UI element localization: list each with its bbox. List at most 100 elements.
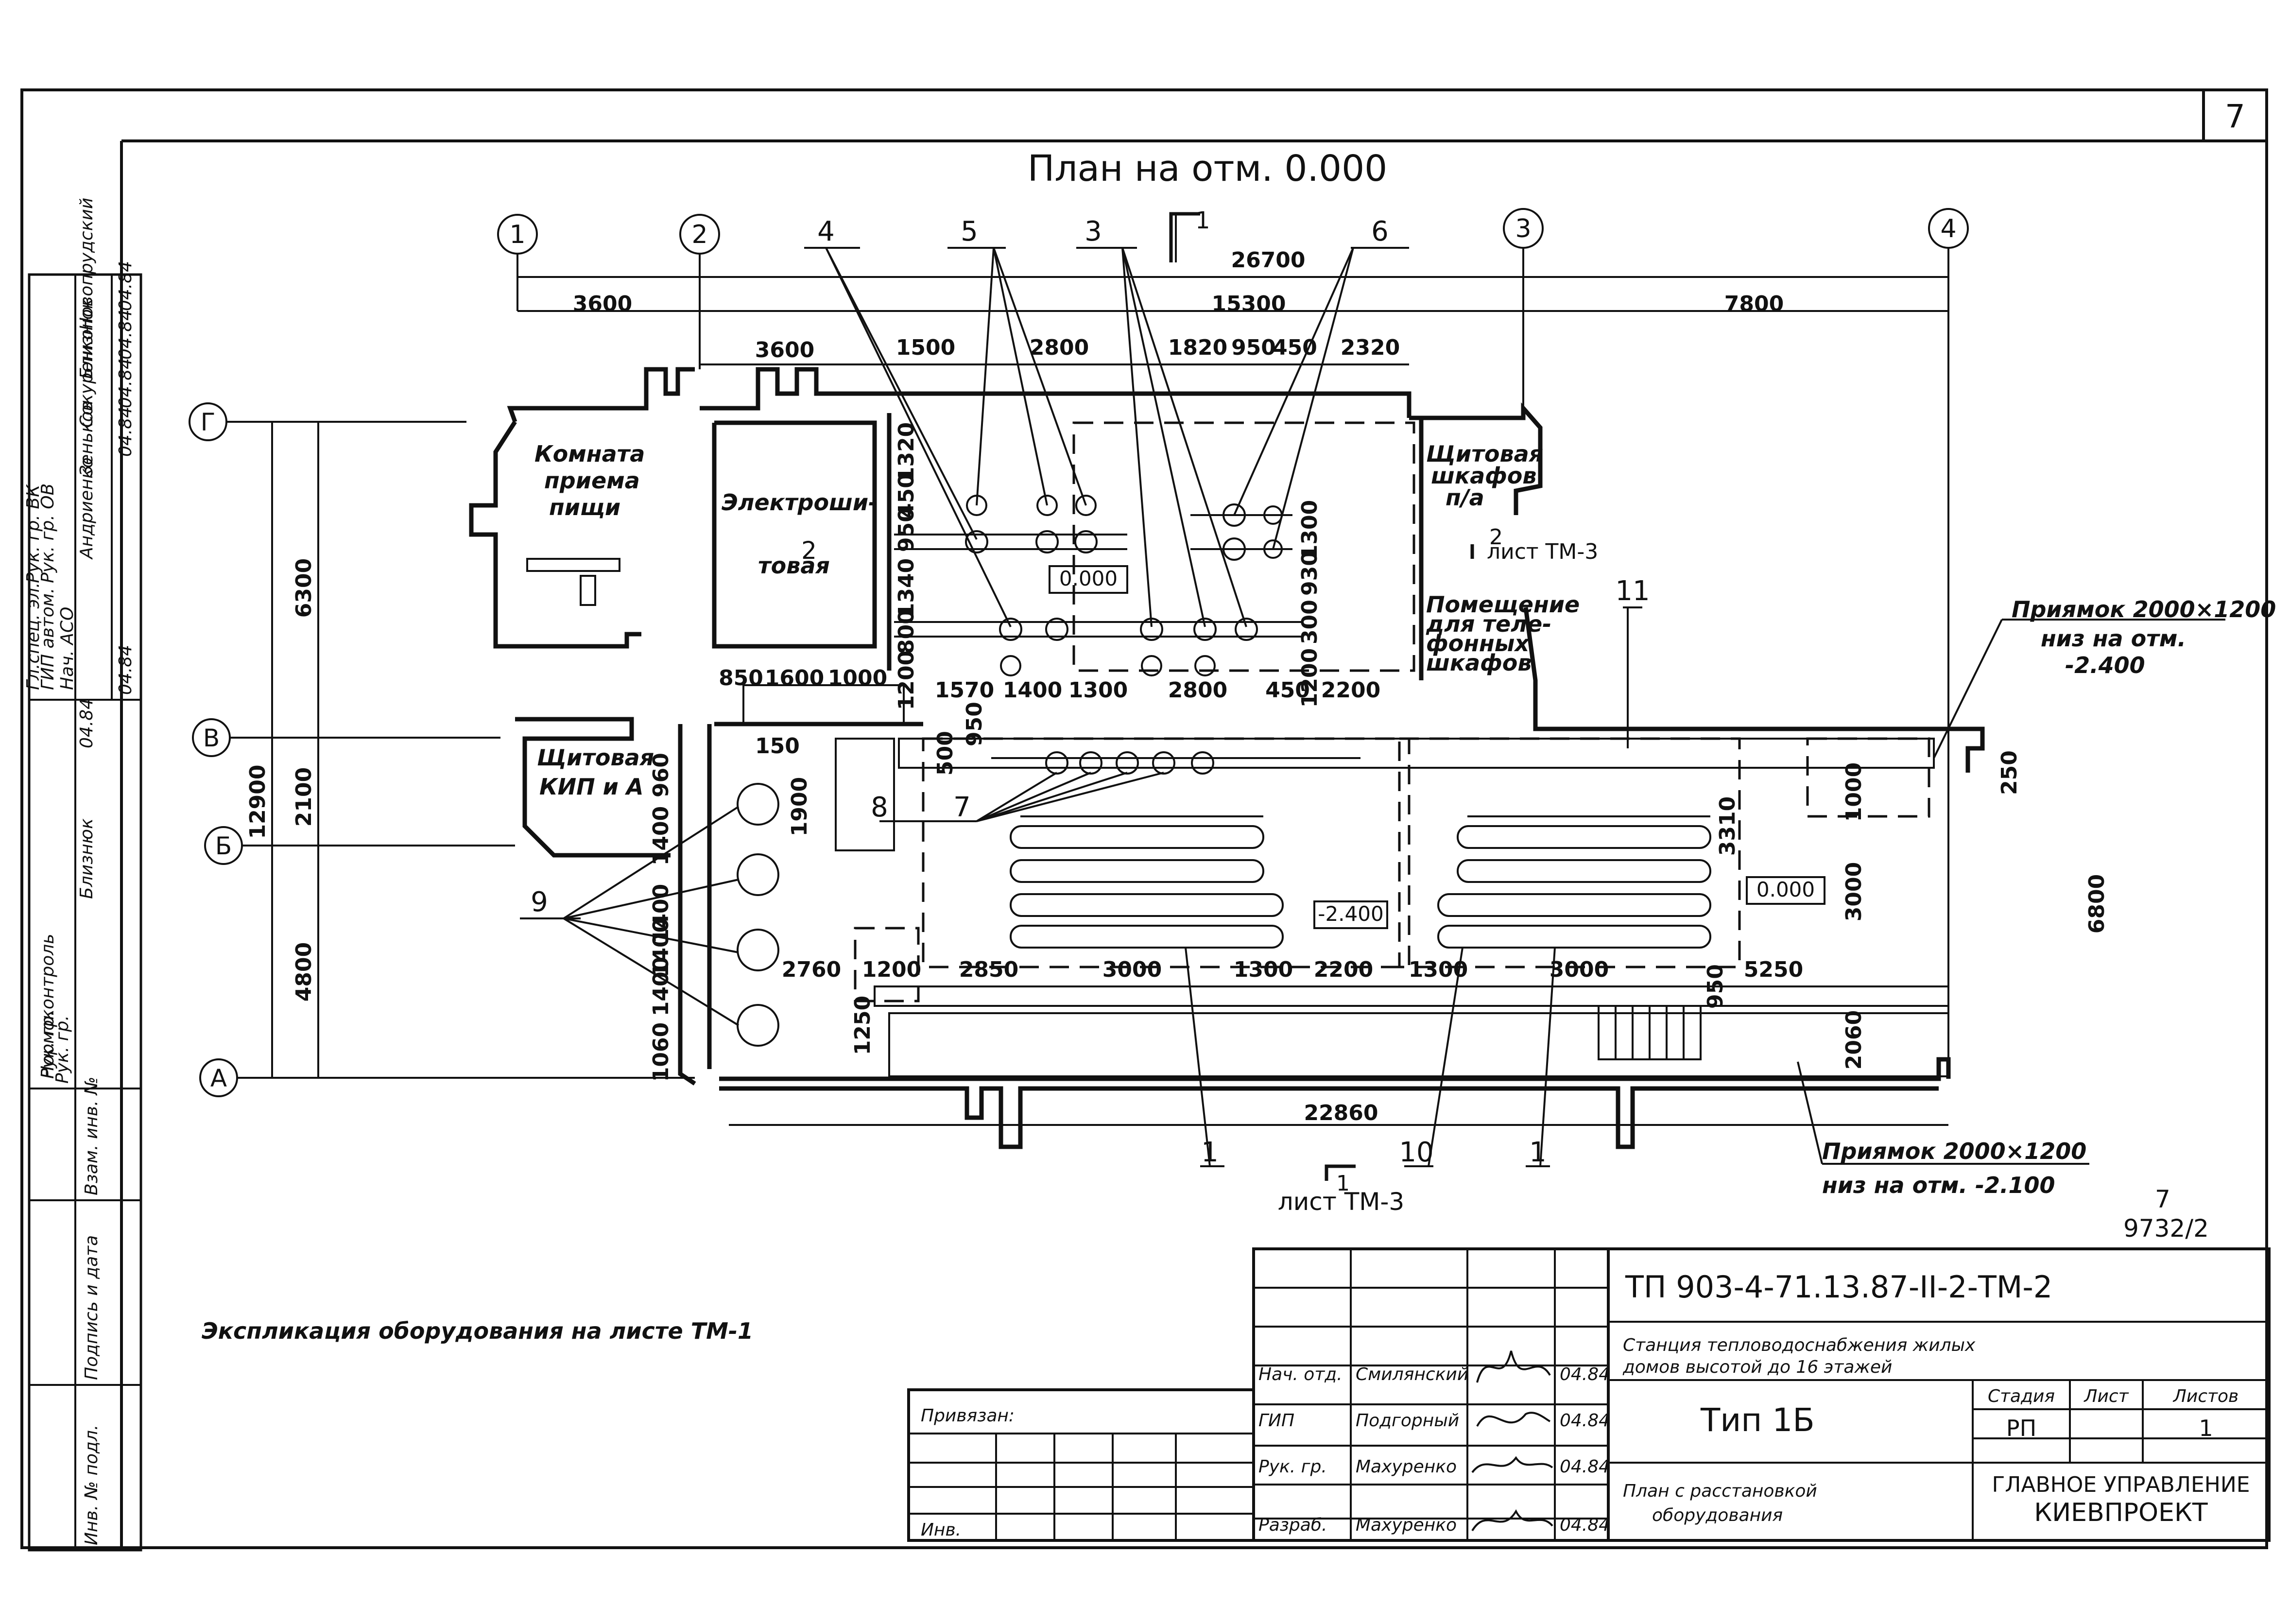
dim-total-width: 26700 [1231,248,1305,273]
dim-inner-20: 500 [933,731,958,776]
dim-inner-22: 960 [649,753,673,797]
dim-inner-27: 1060 [649,1022,673,1082]
stamp-0: Нач. АСО [57,607,77,690]
dim-top-4: 3600 [755,338,814,363]
dim-inner-10: 1200 [894,651,919,710]
dim-inner-33: 1000 [1842,762,1866,822]
section-bottom-sheet: лист ТМ-3 [1278,1188,1405,1216]
axis-row-V: В [203,724,220,752]
room-cab-1: Щитовая [1426,441,1543,467]
person-2-date: 04.84 [1560,1457,1610,1477]
stamp-4: Гл.спец. эл. [23,582,43,690]
stamp-6: Рук. гр. ОВ [38,484,58,583]
tb-title-1: Станция тепловодоснабжения жилых [1623,1335,1976,1355]
plan-title: План на отм. 0.000 [1028,148,1388,190]
room-kip-2: КИП и А [539,774,643,800]
signature-1 [1476,1412,1550,1427]
level-3: 0.000 [1756,878,1815,901]
room-phone-2: для теле- [1426,611,1551,637]
person-2-name: Махуренко [1356,1457,1457,1477]
tb-title-2: домов высотой до 16 этажей [1622,1357,1892,1377]
top-dimension-lines [517,214,1948,365]
section-cut-marks [1169,212,1474,1181]
stamp-18: 04.84 [77,698,97,748]
stamp-20: Подпись и дата [82,1235,102,1380]
dim-inner-19: 1200 [1297,648,1322,708]
dim-inner-6: 1300 [1068,678,1128,703]
level-1: 0.000 [1059,567,1118,590]
stamp-14: 04.84 [116,407,136,457]
dim-inner-35: 1200 [862,957,921,982]
room-cab-3: п/а [1446,484,1484,511]
dim-inner-24: 1900 [787,777,812,836]
callout-leaders [520,247,2225,1167]
dim-inner-21: 950 [962,702,987,746]
pit-top-2: низ на отм. [2041,625,2186,652]
dim-inner-26: 1400 [649,957,673,1016]
dim-inner-17: 930 [1297,551,1322,596]
stamp-9: Новопрудский [77,198,97,330]
dim-inner-13: 950 [894,507,919,552]
stamp-21: Инв. № подл. [82,1425,102,1545]
person-1-role: ГИП [1258,1411,1294,1431]
stamp-1: Андриенко [77,457,97,560]
stamp-5: Сокуренко [77,329,97,428]
person-0-name: Смилянский [1356,1365,1468,1384]
dim-top-9: 450 [1273,335,1317,360]
stamp-2: ГИП автом. [38,588,58,690]
dim-top-3: 7800 [1724,292,1784,316]
dim-top-8: 950 [1231,335,1276,360]
dim-inner-2: 1000 [828,666,887,691]
person-3-name: Махуренко [1356,1515,1457,1535]
person-2-role: Рук. гр. [1258,1457,1327,1477]
callout-1: 1 [1201,1137,1219,1168]
callout-7: 7 [953,792,971,823]
dim-inner-28: 1400 [649,918,673,977]
dim-inner-38: 1300 [1234,957,1293,982]
dim-top-2: 15300 [1211,292,1286,316]
dim-inner-30: 3000 [1842,862,1866,921]
section-side-sheet: лист ТМ-3 [1487,539,1598,564]
section-top-num: 1 [1195,207,1210,234]
pit-bottom-2: низ на отм. -2.100 [1822,1172,2055,1198]
callout-9: 9 [531,886,548,918]
person-0-date: 04.84 [1560,1365,1610,1384]
dim-inner-4: 1570 [935,678,994,703]
stamp-17: Рук. гр. [38,1010,58,1079]
tb-sheet-h: Лист [2083,1386,2129,1406]
dim-inner-37: 3000 [1102,957,1162,982]
person-1-date: 04.84 [1560,1411,1610,1431]
callout-4: 4 [817,216,835,247]
dim-inner-0: 850 [719,666,763,691]
tb-inv: Инв. [921,1520,961,1540]
room-elec-1: Электроши- [722,489,878,516]
dim-inner-44: 1250 [850,996,875,1055]
dim-inner-42: 5250 [1744,957,1803,982]
signature-2 [1471,1456,1553,1473]
pit-top-1: Приямок 2000×1200 [2012,596,2276,622]
dim-inner-7: 2800 [1168,678,1227,703]
tb-type: Тип 1Б [1700,1401,1815,1439]
dim-inner-43: 950 [1703,964,1728,1009]
left-dimension-lines [271,422,319,1078]
axis-row-bubbles [189,402,695,1097]
tb-sheet-name-2: оборудования [1652,1505,1783,1525]
dim-left-3: 2100 [292,767,316,827]
dim-top-7: 1820 [1168,335,1227,360]
dim-inner-15: 1320 [894,422,919,482]
callout-5: 5 [961,216,978,247]
dim-top-5: 1500 [896,335,955,360]
stamp-3: Зеньков [77,401,97,476]
dim-inner-5: 1400 [1003,678,1062,703]
dim-inner-45: 2060 [1842,1010,1866,1070]
axis-col-4: 4 [1940,214,1956,243]
left-stamp [28,273,142,1552]
stamp-13: 04.84 [116,358,136,408]
person-1-name: Подгорный [1356,1411,1459,1431]
title-block [907,1247,2271,1542]
dim-inner-41: 3000 [1550,957,1609,982]
dashed-zones [854,421,1930,1002]
dim-inner-36: 2850 [959,957,1018,982]
callout-6: 6 [1371,216,1389,247]
signature-3 [1471,1509,1553,1532]
